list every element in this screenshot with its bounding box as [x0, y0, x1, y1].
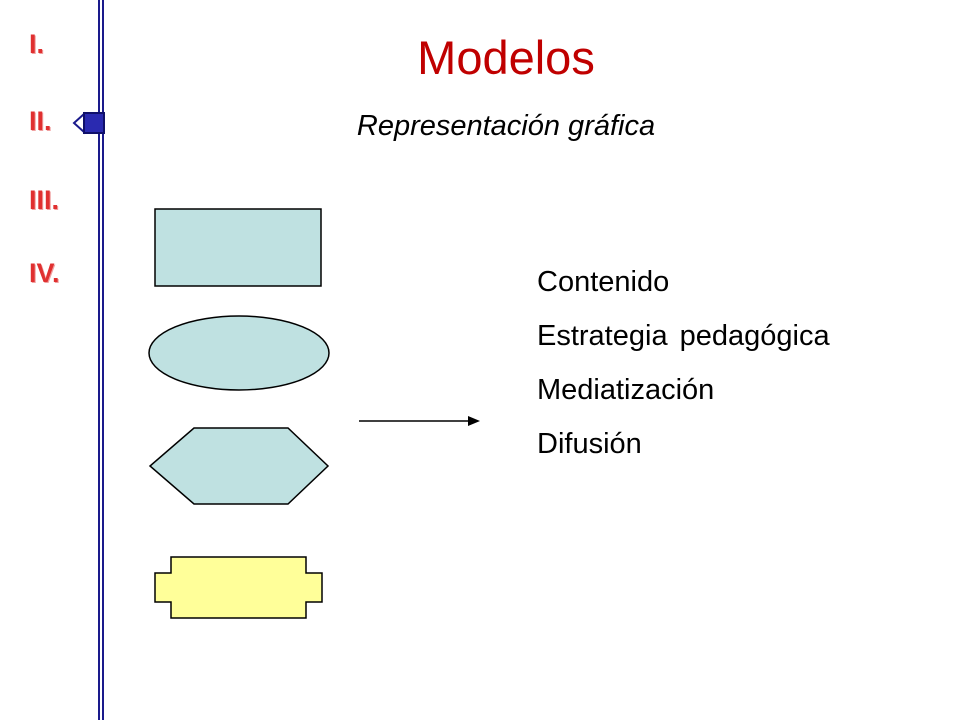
- connector-arrow-icon: [359, 416, 480, 426]
- legend-item-contenido: Contenido: [537, 266, 670, 298]
- nav-rail: I. II. III. IV.: [0, 0, 110, 720]
- nav-item-ii[interactable]: II.: [29, 106, 52, 136]
- page-subtitle: Representación gráfica: [356, 110, 656, 142]
- difusion-notched-rectangle-shape: [154, 556, 323, 619]
- contenido-rectangle-shape: [154, 208, 322, 287]
- nav-item-i[interactable]: I.: [29, 29, 45, 59]
- rail-line: [98, 0, 100, 720]
- nav-item-iii[interactable]: III.: [29, 185, 60, 215]
- legend-item-mediatizacion: Mediatización: [537, 374, 715, 406]
- current-section-marker-icon[interactable]: [72, 111, 106, 135]
- legend-item-estrategia: Estrategia pedagógica: [537, 320, 830, 352]
- page-title: Modelos: [417, 31, 595, 84]
- estrategia-ellipse-shape: [148, 315, 330, 391]
- mediatizacion-hexagon-shape: [148, 427, 330, 505]
- nav-item-iv[interactable]: IV.: [29, 258, 60, 288]
- legend-list: Contenido Estrategia pedagógica Mediatiz…: [537, 263, 830, 479]
- rail-line: [102, 0, 104, 720]
- legend-item-difusion: Difusión: [537, 428, 642, 460]
